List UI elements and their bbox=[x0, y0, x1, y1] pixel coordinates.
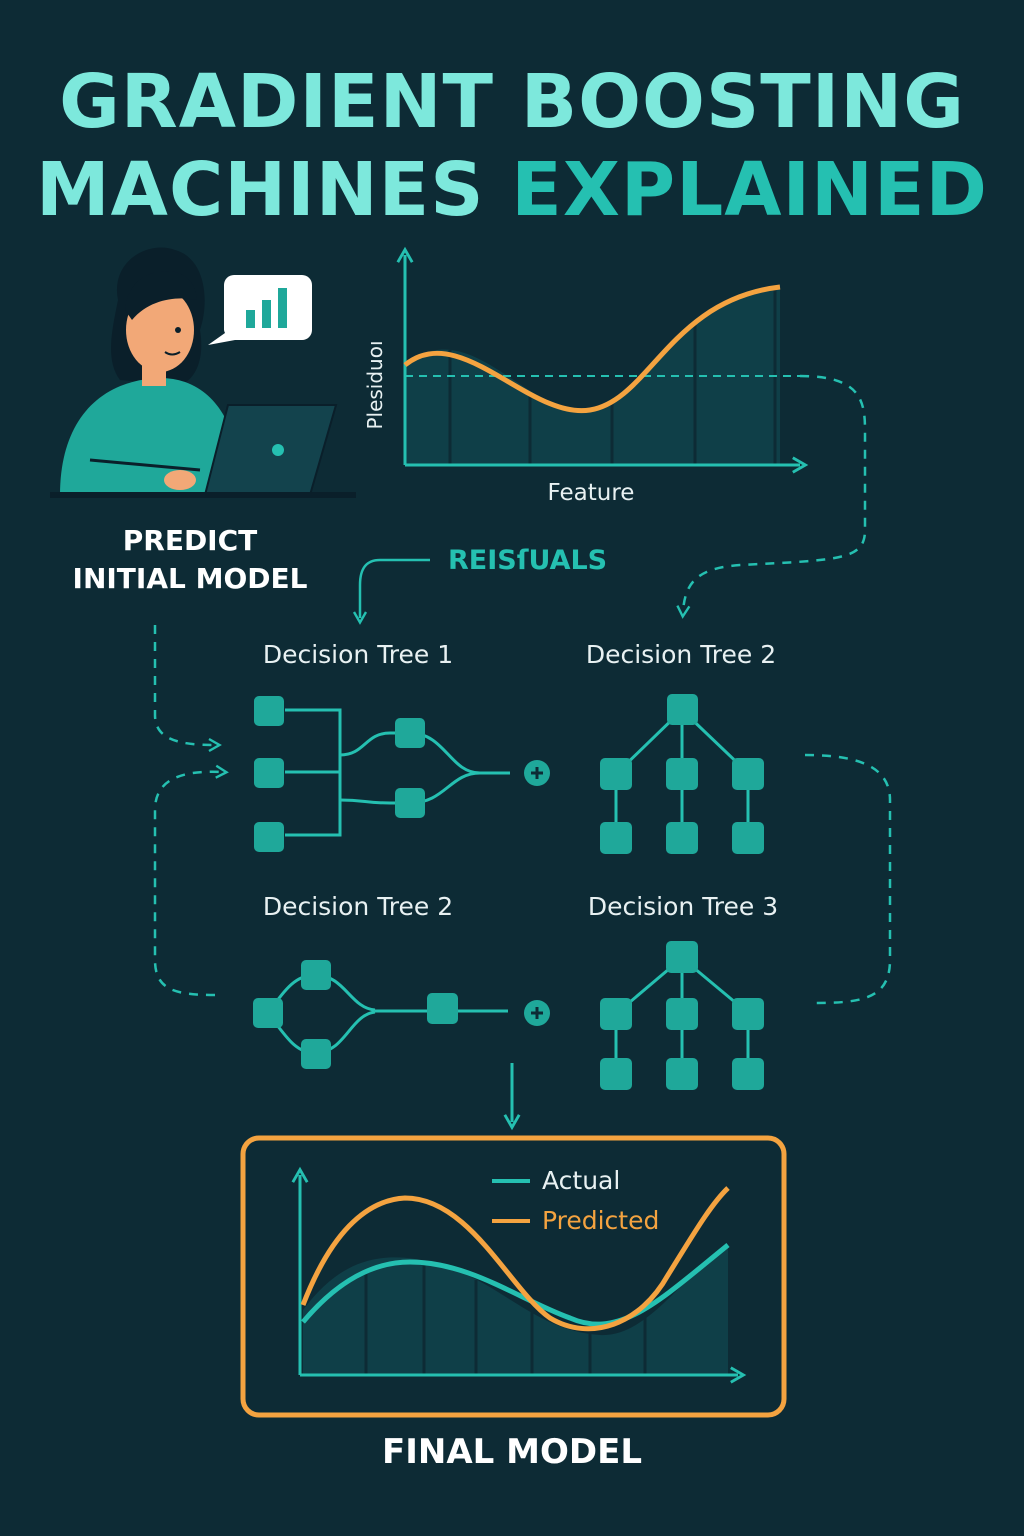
legend-predicted-label: Predicted bbox=[542, 1206, 659, 1235]
final-model-chart: Actual Predicted bbox=[240, 1135, 787, 1418]
person-illustration bbox=[50, 247, 356, 498]
title-line-2a: MACHINES bbox=[36, 147, 485, 233]
title-line-1: GRADIENT BOOSTING bbox=[59, 59, 965, 145]
initial-model-label: PREDICT INITIAL MODEL bbox=[60, 522, 320, 598]
flow-connectors bbox=[153, 374, 892, 1005]
initial-model-label-line-2: INITIAL MODEL bbox=[72, 562, 308, 595]
predicted-series-line bbox=[300, 1186, 730, 1332]
legend-actual-label: Actual bbox=[542, 1166, 620, 1195]
plus-icon bbox=[524, 1000, 550, 1026]
actual-series-line bbox=[301, 1243, 730, 1327]
initial-model-label-line-1: PREDICT bbox=[122, 524, 258, 557]
plus-icon bbox=[524, 760, 550, 786]
residuals-arrow bbox=[352, 558, 430, 625]
decision-tree-3-graphic bbox=[253, 960, 508, 1069]
residual-chart bbox=[396, 246, 809, 474]
residual-y-axis-label: Plesiduoı bbox=[363, 340, 387, 429]
residual-curve bbox=[403, 284, 781, 414]
title-line-2b: EXPLAINED bbox=[511, 147, 988, 233]
decision-tree-2-graphic bbox=[600, 694, 764, 854]
chart-speech-bubble-icon bbox=[208, 275, 312, 345]
decision-tree-1-graphic bbox=[254, 696, 510, 852]
tree-label-2: Decision Tree 2 bbox=[585, 640, 777, 669]
tree-label-4: Decision Tree 3 bbox=[587, 892, 779, 921]
residual-x-axis-label: Feature bbox=[548, 480, 635, 506]
residuals-label: REISſUALS bbox=[448, 545, 607, 576]
tree-label-3: Decision Tree 2 bbox=[262, 892, 454, 921]
tree-label-1: Decision Tree 1 bbox=[262, 640, 454, 669]
decision-tree-4-graphic bbox=[600, 941, 764, 1090]
final-model-label: FINAL MODEL bbox=[382, 1432, 642, 1472]
page-title: GRADIENT BOOSTING MACHINES EXPLAINED bbox=[0, 58, 1024, 234]
